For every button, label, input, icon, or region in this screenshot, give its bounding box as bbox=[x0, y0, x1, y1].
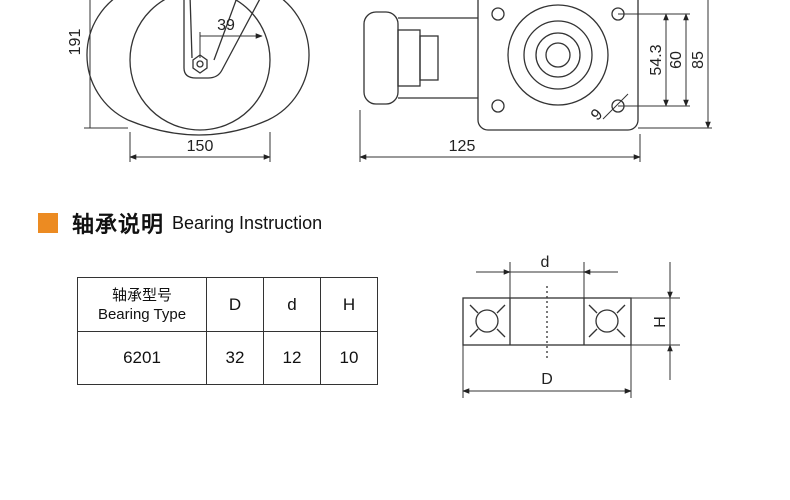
dim-vertical-set bbox=[618, 0, 712, 129]
cell-type: 6201 bbox=[77, 331, 207, 385]
dim-150-label: 150 bbox=[187, 138, 214, 155]
heading-title-en: Bearing Instruction bbox=[172, 212, 323, 233]
dim-125 bbox=[359, 110, 641, 162]
header-d: d bbox=[263, 277, 321, 332]
dim-60-label: 60 bbox=[668, 51, 685, 69]
heading-marker-icon bbox=[38, 213, 58, 233]
dim-height-H bbox=[631, 262, 680, 380]
dim-191-label: 191 bbox=[67, 29, 84, 56]
dim-bore-d-label: d bbox=[541, 254, 550, 271]
table-row: 6201 32 12 10 bbox=[77, 331, 378, 385]
dim-bore-d bbox=[476, 262, 618, 298]
dim-9 bbox=[602, 93, 629, 120]
cell-D: 32 bbox=[206, 331, 264, 385]
dim-150 bbox=[129, 132, 271, 162]
dim-outer-D bbox=[462, 345, 632, 398]
caster-side-view bbox=[86, 0, 310, 136]
header-type-en: Bearing Type bbox=[97, 305, 187, 323]
dim-191 bbox=[84, 0, 128, 129]
caster-top-view bbox=[363, 0, 639, 131]
dim-39 bbox=[199, 32, 263, 58]
bearing-section-heading: 轴承说明 Bearing Instruction bbox=[38, 206, 322, 240]
dim-9-label: 9 bbox=[588, 106, 606, 124]
header-H: H bbox=[320, 277, 378, 332]
dim-54-label: 54.3 bbox=[648, 44, 665, 75]
dim-height-H-label: H bbox=[652, 316, 669, 328]
bearing-spec-table: 轴承型号 Bearing Type D d H 6201 32 12 10 bbox=[77, 277, 378, 385]
header-D: D bbox=[206, 277, 264, 332]
bearing-section bbox=[462, 286, 632, 358]
dim-125-label: 125 bbox=[449, 138, 476, 155]
cell-d: 12 bbox=[263, 331, 321, 385]
dim-outer-D-label: D bbox=[541, 371, 553, 388]
dim-85-label: 85 bbox=[690, 51, 707, 69]
header-type-cn: 轴承型号 bbox=[111, 285, 172, 304]
heading-title-cn: 轴承说明 bbox=[72, 213, 165, 238]
table-header-row: 轴承型号 Bearing Type D d H bbox=[77, 277, 378, 332]
header-bearing-type: 轴承型号 Bearing Type bbox=[77, 277, 207, 332]
dim-39-label: 39 bbox=[217, 17, 235, 34]
cell-H: 10 bbox=[320, 331, 378, 385]
